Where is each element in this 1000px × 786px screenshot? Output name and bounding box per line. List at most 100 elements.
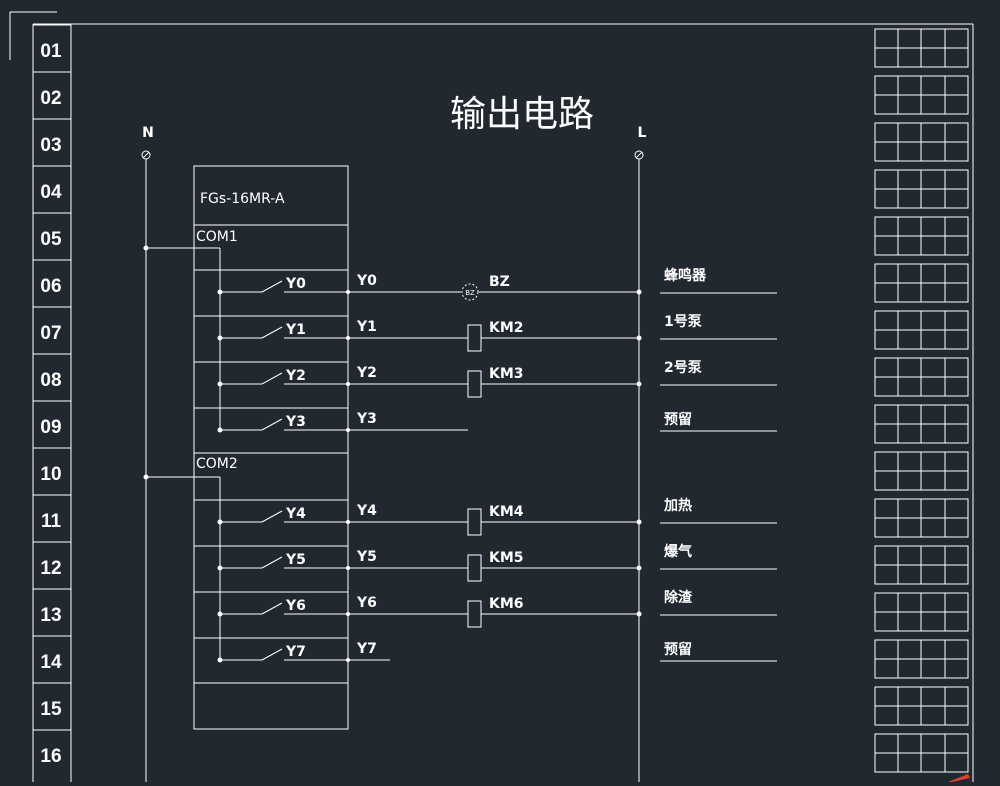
- l-rail-label: L: [638, 125, 647, 141]
- terminal-label: Y6: [356, 595, 377, 611]
- relay-contact-icon: [261, 372, 348, 385]
- row-number: 05: [40, 229, 62, 250]
- drawing-title: 输出电路: [450, 94, 594, 135]
- device-label: KM3: [489, 366, 524, 382]
- function-label: 预留: [664, 411, 692, 428]
- terminal-label: Y1: [356, 319, 377, 335]
- row-number: 12: [40, 558, 61, 579]
- device-label: KM6: [489, 596, 524, 612]
- contact-label: Y2: [285, 368, 306, 384]
- relay-coil-icon: [467, 554, 482, 582]
- function-label: 1号泵: [664, 314, 702, 330]
- row-number: 01: [40, 41, 62, 62]
- plc-model-label: FGs-16MR-A: [200, 191, 285, 207]
- grid-cell-block: [874, 498, 969, 538]
- contact-label: Y7: [285, 644, 306, 660]
- grid-cell-block: [874, 28, 969, 68]
- grid-cell-block: [874, 686, 969, 726]
- row-number: 04: [40, 182, 62, 203]
- grid-cell-block: [874, 404, 969, 444]
- grid-cell-block: [874, 733, 969, 773]
- relay-coil-icon: [467, 508, 482, 536]
- output-row: Y2 Y2 KM3 2号泵: [194, 360, 777, 398]
- title-block-grid: [874, 24, 974, 782]
- contact-label: Y0: [285, 276, 306, 292]
- row-number: 10: [40, 464, 61, 485]
- terminal-label: Y4: [356, 503, 377, 519]
- row-number: 14: [40, 652, 62, 673]
- neutral-rail: N: [141, 125, 154, 782]
- grid-cell-block: [874, 592, 969, 632]
- grid-cell-block: [874, 216, 969, 256]
- grid-cell-block: [874, 169, 969, 209]
- n-rail-label: N: [142, 125, 154, 141]
- device-label: BZ: [489, 274, 510, 290]
- device-label: KM5: [489, 550, 524, 566]
- accent-mark: [948, 774, 970, 782]
- grid-cell-block: [874, 75, 969, 115]
- contact-label: Y5: [285, 552, 306, 568]
- live-rail: L: [634, 125, 647, 782]
- grid-cell-block: [874, 639, 969, 679]
- terminal-label: Y7: [356, 641, 377, 657]
- relay-contact-icon: [261, 510, 348, 523]
- output-row: Y5 Y5 KM5 爆气: [194, 543, 777, 582]
- terminal-label: Y0: [356, 273, 377, 289]
- row-number: 09: [40, 417, 61, 438]
- row-number: 06: [40, 276, 61, 297]
- grid-cell-block: [874, 357, 969, 397]
- grid-cell-block: [874, 545, 969, 585]
- grid-cell-block: [874, 451, 969, 491]
- function-label: 爆气: [664, 543, 692, 560]
- relay-contact-icon: [261, 648, 348, 661]
- relay-contact-icon: [261, 326, 348, 339]
- row-number: 08: [40, 370, 61, 391]
- relay-coil-icon: [467, 324, 482, 352]
- com1-label: COM1: [196, 229, 238, 245]
- plc-module: FGs-16MR-A COM1 COM2: [143, 165, 349, 730]
- row-number: 13: [40, 605, 61, 626]
- terminal-label: Y3: [356, 411, 377, 427]
- com2-label: COM2: [196, 456, 238, 472]
- grid-cell-block: [874, 122, 969, 162]
- row-number: 11: [41, 511, 62, 532]
- output-row: Y7 Y7 预留: [194, 637, 777, 663]
- row-number: 15: [40, 699, 62, 720]
- row-number-column: 01 02 03 04 05 06 07 08 09 10 11 12 13 14 15 16: [32, 24, 71, 782]
- output-row: Y4 Y4 KM4 加热: [194, 497, 777, 536]
- relay-contact-icon: [261, 418, 348, 431]
- function-label: 除渣: [664, 589, 693, 606]
- function-label: 预留: [664, 641, 692, 658]
- relay-contact-icon: [261, 280, 348, 293]
- contact-label: Y3: [285, 414, 306, 430]
- relay-coil-icon: [467, 370, 482, 398]
- terminal-label: Y5: [356, 549, 377, 565]
- output-row: Y3 Y3 预留: [194, 407, 777, 433]
- contact-label: Y6: [285, 598, 306, 614]
- terminal-label: Y2: [356, 365, 377, 381]
- row-number: 03: [40, 135, 61, 156]
- function-label: 蜂鸣器: [664, 267, 707, 284]
- buzzer-symbol-text: BZ: [465, 289, 475, 297]
- buzzer-icon: BZ: [461, 283, 479, 301]
- output-row: Y6 Y6 KM6 除渣: [194, 589, 777, 628]
- function-label: 加热: [663, 497, 692, 514]
- device-label: KM2: [489, 320, 524, 336]
- relay-contact-icon: [261, 602, 348, 615]
- output-row: Y1 Y1 KM2 1号泵: [194, 314, 777, 352]
- device-label: KM4: [489, 504, 524, 520]
- contact-label: Y1: [285, 322, 306, 338]
- relay-contact-icon: [261, 556, 348, 569]
- contact-label: Y4: [285, 506, 306, 522]
- frame: [9, 11, 973, 782]
- grid-cell-block: [874, 310, 969, 350]
- row-number: 02: [40, 88, 61, 109]
- grid-cell-block: [874, 263, 969, 303]
- row-number: 07: [40, 323, 61, 344]
- row-number: 16: [40, 746, 61, 767]
- function-label: 2号泵: [664, 360, 702, 376]
